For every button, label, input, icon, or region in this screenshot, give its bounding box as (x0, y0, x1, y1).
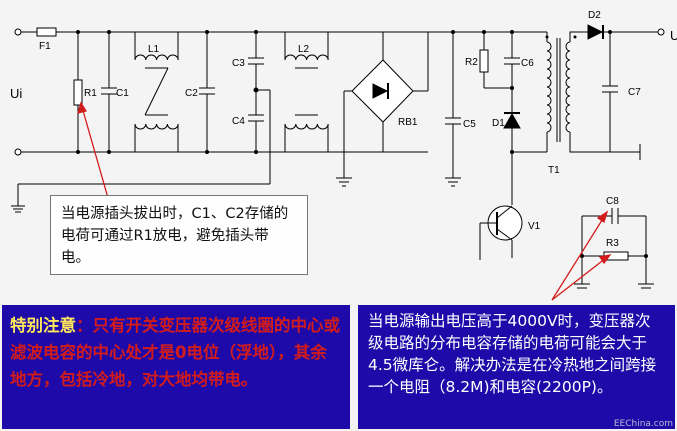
input-terminal-top (14, 28, 22, 36)
warning-body: ：只有开关变压器次级线圈的中心或滤波电容的中心处才是0电位（浮地），其余地方，包… (10, 316, 340, 389)
solution-text: 当电源输出电压高于4000V时，变压器次级电路的分布电容存储的电荷可能会大于4.… (368, 312, 657, 396)
label-uo: Uo (670, 28, 677, 43)
note-warning: 特别注意：只有开关变压器次级线圈的中心或滤波电容的中心处才是0电位（浮地），其余… (2, 305, 350, 429)
label-c4: C4 (232, 116, 245, 127)
junction-dots (76, 30, 648, 258)
label-c6: C6 (521, 58, 534, 69)
label-d1: D1 (492, 118, 505, 129)
inductor-l1 (134, 32, 179, 152)
label-rb1: RB1 (398, 117, 418, 128)
capacitor-c1 (101, 32, 117, 152)
watermark: EEChina.com (613, 419, 673, 429)
warning-title: 特别注意 (10, 316, 76, 335)
ground-bridge (336, 177, 352, 187)
label-ui: Ui (10, 86, 22, 101)
label-d2: D2 (588, 10, 601, 21)
fuse-f1 (36, 27, 57, 37)
arrow-to-c8 (551, 216, 605, 301)
label-r1: R1 (84, 88, 97, 99)
note-r1-discharge: 当电源插头拔出时，C1、C2存储的电荷可通过R1放电，避免插头带电。 (50, 195, 308, 275)
label-c5: C5 (463, 119, 476, 130)
note-r1-text: 当电源插头拔出时，C1、C2存储的电荷可通过R1放电，避免插头带电。 (61, 206, 289, 266)
label-r2: R2 (465, 57, 478, 68)
diode-d1 (503, 112, 547, 153)
transformer-t1 (546, 31, 610, 153)
label-t1: T1 (548, 165, 560, 176)
bridge-rectifier-rb1 (343, 31, 547, 178)
arrow-to-r1 (81, 106, 109, 199)
capacitors-c3-c4 (248, 32, 271, 184)
arrow-to-r3 (551, 257, 607, 301)
input-terminal-bottom (14, 148, 22, 156)
earth-ground (11, 183, 270, 213)
resistor-r2 (479, 32, 512, 89)
transistor-v1 (479, 152, 523, 260)
capacitor-c7 (602, 32, 641, 160)
diode-d2 (587, 24, 658, 40)
label-v1: V1 (528, 221, 541, 232)
label-c7: C7 (628, 87, 641, 98)
label-c2: C2 (185, 88, 198, 99)
label-l2: L2 (298, 44, 310, 55)
label-c1: C1 (116, 88, 129, 99)
label-r3: R3 (606, 238, 619, 249)
label-f1: F1 (39, 41, 51, 52)
note-solution: 当电源输出电压高于4000V时，变压器次级电路的分布电容存储的电荷可能会大于4.… (358, 305, 675, 429)
label-c8: C8 (606, 196, 619, 207)
label-l1: L1 (148, 44, 160, 55)
capacitor-c5 (445, 32, 461, 187)
resistor-r1 (73, 32, 83, 152)
inductor-l2 (284, 32, 329, 152)
output-terminal (657, 28, 665, 36)
annotation-arrows (77, 101, 612, 301)
capacitor-c6 (504, 32, 520, 112)
label-c3: C3 (232, 58, 245, 69)
capacitor-c2 (199, 32, 215, 152)
